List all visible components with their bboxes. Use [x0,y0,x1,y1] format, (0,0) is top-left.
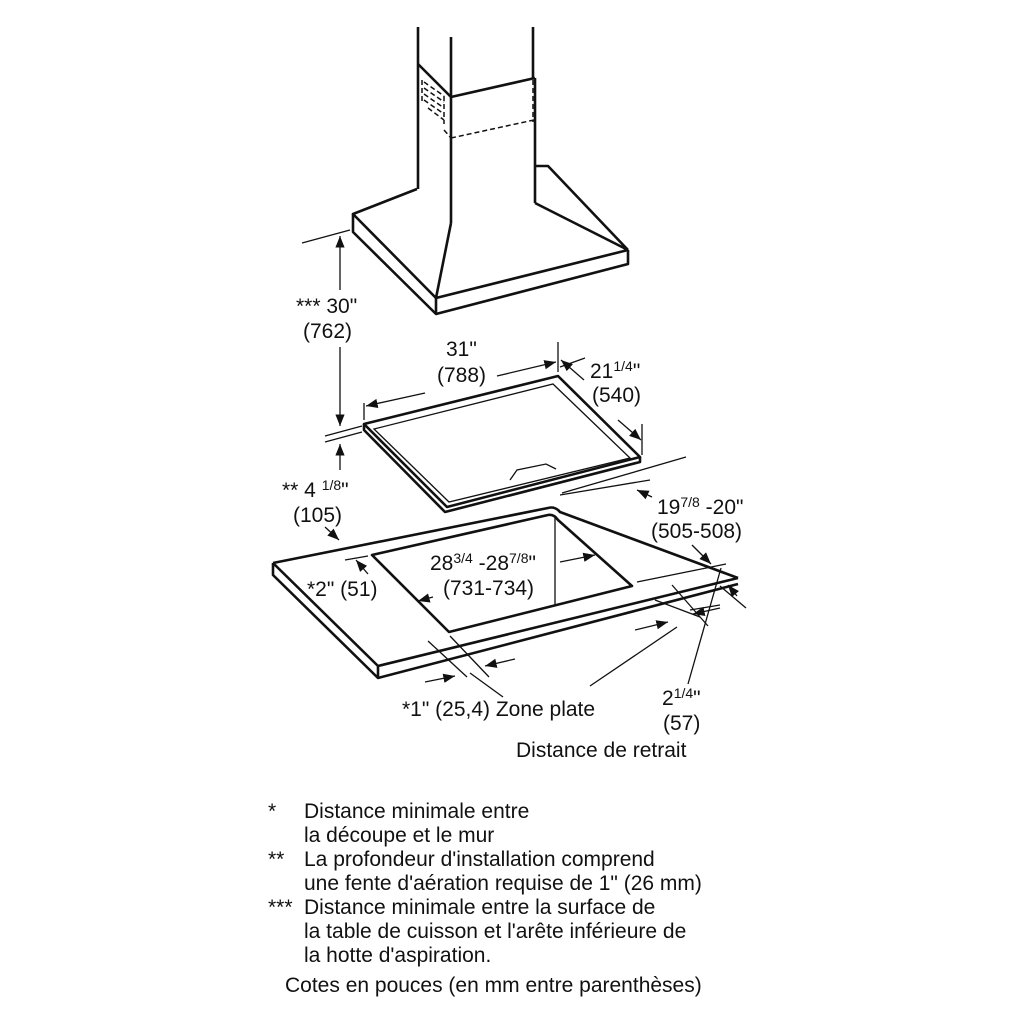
side-clearance-label: *2" (51) [307,578,378,601]
cutout-depth-mm: (505-508) [651,520,742,543]
note-line: la table de cuisson et l'arête inférieur… [304,920,686,943]
cooktop-width-dimension: 31" (788) [363,338,586,420]
note-line: la hotte d'aspiration. [304,944,491,967]
depth-mm: (540) [592,384,641,407]
units-note: Cotes en pouces (en mm entre parenthèses… [285,974,702,997]
setback-inch: 21/4" [662,685,701,710]
install-depth-label: ** 4 1/8" [282,477,349,502]
depth-inch: 211/4" [590,358,640,383]
hood-base [351,214,630,316]
note-line: Distance minimale entre [304,800,529,823]
note-line: une fente d'aération requise de 1" (26 m… [304,872,702,895]
countertop [271,506,739,680]
vent-grille-icon [421,80,445,124]
width-inch: 31" [446,338,477,361]
front-clearance-label: *1" (25,4) Zone plate [402,698,595,721]
hood-height-mm: (762) [303,320,352,343]
note-line: La profondeur d'installation comprend [304,848,655,871]
setback-mm: (57) [663,712,700,735]
footnotes: * Distance minimale entre la découpe et … [268,800,702,997]
note-mark: ** [268,848,284,871]
hood-canopy [351,164,629,300]
hood-height-dimension: *** 30" (762) [296,229,363,470]
note-mark: * [268,800,276,823]
chimney-overlap-dashed [443,80,535,139]
hood-chimney [416,27,537,223]
control-panel [509,463,557,481]
setback-label: Distance de retrait [516,739,687,762]
note-mark: *** [268,896,293,919]
install-depth-mm: (105) [293,504,342,527]
chimney-joint [417,63,536,99]
cutout-width-dimension: 283/4 -287/8" (731-734) [417,550,596,603]
hood-height-label: *** 30" [296,295,357,318]
cooktop-depth-dimension: 211/4" (540) [560,358,643,455]
front-clearance-dimension: *1" (25,4) Zone plate [402,620,678,721]
cutout-depth-inch: 197/8 -20" [657,494,743,519]
cutout-width-inch: 283/4 -287/8" [430,550,536,575]
range-hood [351,27,630,316]
setback-dimension: 21/4" (57) Distance de retrait [516,567,747,762]
note-line: la découpe et le mur [304,824,494,847]
side-clearance-dimension: *2" (51) [307,555,378,601]
install-depth-dimension: ** 4 1/8" (105) [282,477,349,541]
note-line: Distance minimale entre la surface de [304,896,655,919]
cooktop [362,374,687,514]
cutout-depth-dimension: 197/8 -20" (505-508) [559,479,743,627]
cutout-width-mm: (731-734) [443,577,534,600]
width-mm: (788) [437,364,486,387]
